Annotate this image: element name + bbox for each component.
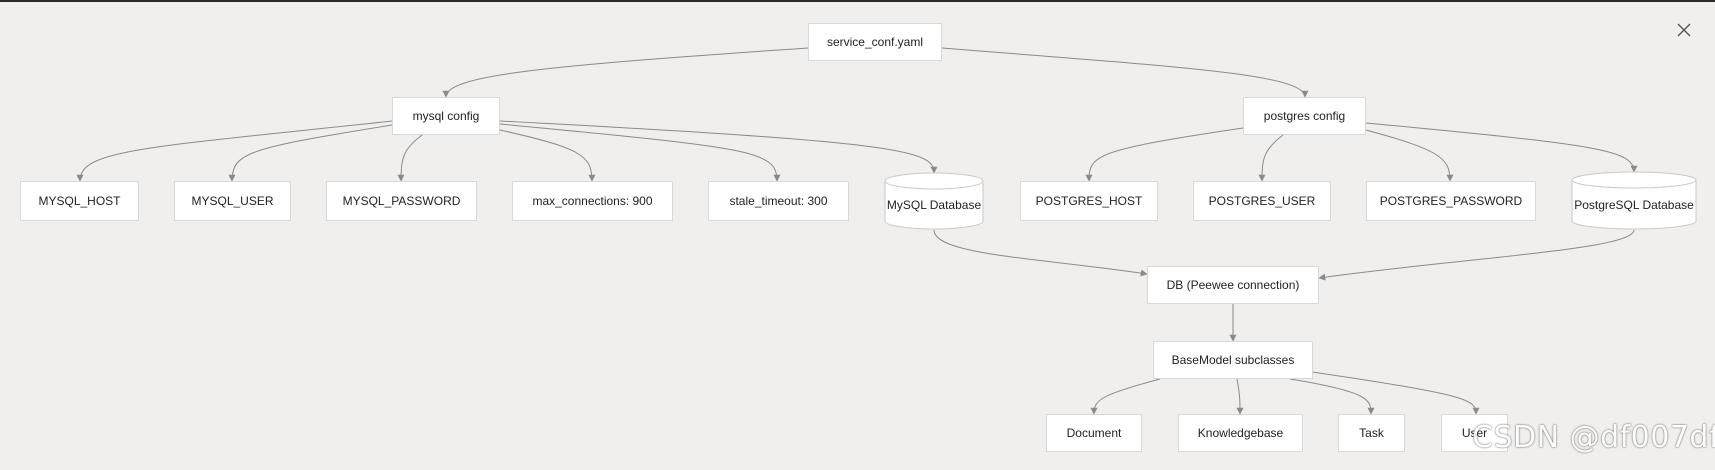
edge-mysql-config-to-host xyxy=(76,120,393,182)
edge-service-to-mysql-config xyxy=(442,47,809,98)
edge-mysql-config-to-user xyxy=(228,124,393,182)
node-max-connections: max_connections: 900 xyxy=(512,181,673,221)
edge-postgres-config-to-database xyxy=(1365,122,1638,173)
node-label: PostgreSQL Database xyxy=(1574,197,1694,212)
edge-postgres-db-to-db xyxy=(1318,229,1635,281)
node-label: Document xyxy=(1066,426,1122,440)
node-user: User xyxy=(1441,414,1508,452)
edge-mysql-config-to-maxconn xyxy=(499,129,596,182)
close-button[interactable] xyxy=(1672,18,1696,42)
edge-basemodel-to-task xyxy=(1289,378,1375,415)
close-icon xyxy=(1677,23,1691,37)
node-label: POSTGRES_PASSWORD xyxy=(1379,194,1523,208)
cylinder-shape xyxy=(1571,171,1697,230)
node-label: Knowledgebase xyxy=(1197,426,1284,440)
node-db-connection: DB (Peewee connection) xyxy=(1147,266,1319,304)
node-postgres-host: POSTGRES_HOST xyxy=(1020,181,1158,221)
edge-mysql-config-to-database xyxy=(499,120,938,174)
node-label: MYSQL_USER xyxy=(191,194,274,208)
node-label: MYSQL_HOST xyxy=(38,194,121,208)
node-postgres-user: POSTGRES_USER xyxy=(1193,181,1331,221)
node-label: Task xyxy=(1359,426,1384,440)
window-top-border xyxy=(0,0,1715,2)
edge-basemodel-to-knowledgebase xyxy=(1236,378,1244,415)
node-label: mysql config xyxy=(412,109,480,123)
node-label: POSTGRES_HOST xyxy=(1035,194,1143,208)
edge-postgres-config-to-password xyxy=(1365,129,1454,182)
node-label: service_conf.yaml xyxy=(826,35,924,49)
node-postgres-password: POSTGRES_PASSWORD xyxy=(1366,181,1536,221)
edge-basemodel-to-document xyxy=(1090,378,1161,415)
node-knowledgebase: Knowledgebase xyxy=(1178,414,1303,452)
edge-postgres-config-to-user xyxy=(1258,134,1284,182)
node-mysql-database: MySQL Database xyxy=(884,172,984,230)
edge-mysql-config-to-stale xyxy=(499,123,781,182)
watermark-text: CSDN @df007df xyxy=(1472,420,1715,455)
node-mysql-config: mysql config xyxy=(392,97,500,135)
node-document: Document xyxy=(1046,414,1142,452)
node-service-conf: service_conf.yaml xyxy=(808,23,942,61)
node-postgres-config: postgres config xyxy=(1243,97,1366,135)
edge-service-to-postgres-config xyxy=(941,47,1309,98)
node-label: stale_timeout: 300 xyxy=(729,194,828,208)
edge-postgres-config-to-host xyxy=(1085,127,1244,182)
node-postgresql-database: PostgreSQL Database xyxy=(1571,171,1697,230)
edge-mysql-db-to-db xyxy=(933,229,1148,277)
edge-mysql-config-to-password xyxy=(397,132,426,182)
node-mysql-host: MYSQL_HOST xyxy=(20,181,139,221)
cylinder-shape xyxy=(884,172,984,230)
node-label: max_connections: 900 xyxy=(532,194,653,208)
node-label: MYSQL_PASSWORD xyxy=(342,194,461,208)
node-label: DB (Peewee connection) xyxy=(1166,278,1300,292)
edge-basemodel-to-user xyxy=(1311,371,1480,415)
node-label: User xyxy=(1461,426,1488,440)
node-label: postgres config xyxy=(1263,109,1346,123)
node-basemodel: BaseModel subclasses xyxy=(1153,341,1313,379)
node-label: MySQL Database xyxy=(886,198,982,212)
node-mysql-user: MYSQL_USER xyxy=(174,181,291,221)
node-stale-timeout: stale_timeout: 300 xyxy=(708,181,849,221)
node-label: BaseModel subclasses xyxy=(1171,353,1295,367)
node-task: Task xyxy=(1338,414,1405,452)
node-label: POSTGRES_USER xyxy=(1208,194,1316,208)
node-mysql-password: MYSQL_PASSWORD xyxy=(326,181,477,221)
